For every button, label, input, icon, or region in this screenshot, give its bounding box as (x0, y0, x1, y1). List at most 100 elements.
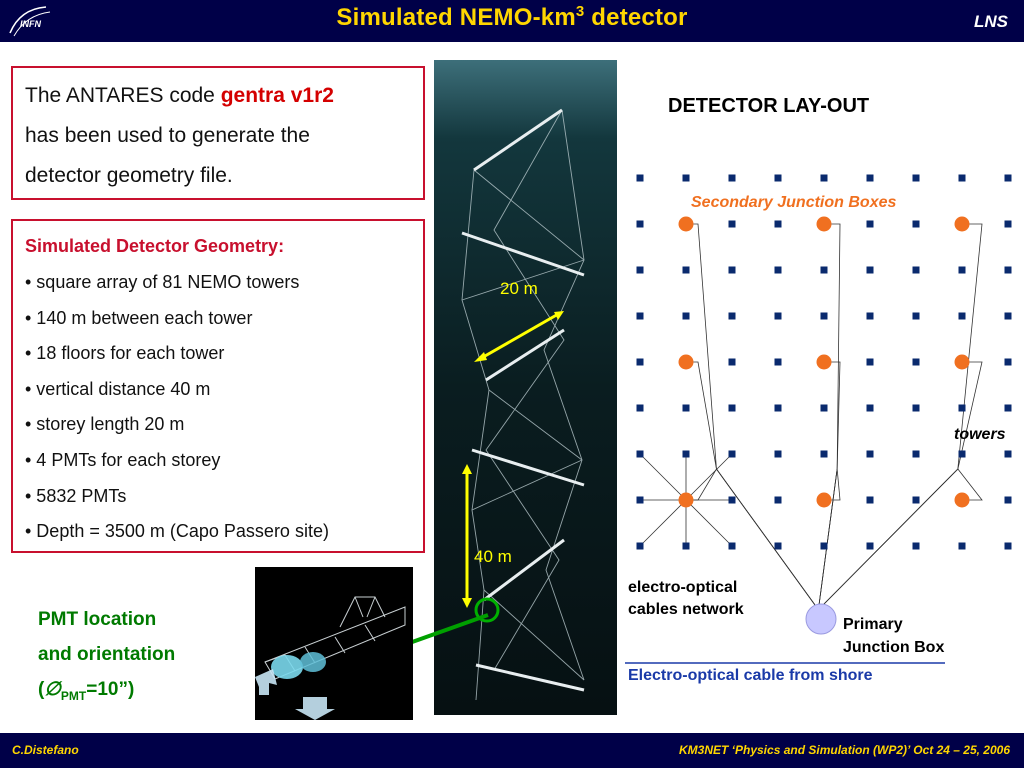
tower-link (639, 499, 687, 547)
tower-marker (1004, 174, 1012, 182)
pmt-highlight-circle (474, 597, 500, 623)
tower-marker (912, 266, 920, 274)
pmt-sphere (300, 652, 326, 672)
tower-marker (866, 312, 874, 320)
tower-marker (636, 450, 644, 458)
vertical-distance-label: 40 m (474, 547, 512, 566)
tower-marker (1004, 496, 1012, 504)
title-bar: INFN Simulated NEMO-km3 detector LNS (0, 0, 1024, 42)
cables-network (639, 223, 983, 606)
tower-marker (774, 404, 782, 412)
tower-link (685, 453, 733, 501)
cable (818, 468, 841, 606)
tower-marker (820, 174, 828, 182)
tower-marker (636, 358, 644, 366)
layout-title: DETECTOR LAY-OUT (668, 95, 870, 117)
geometry-item: • 140 m between each tower (25, 307, 253, 328)
tower-marker (1004, 266, 1012, 274)
tower-marker (912, 404, 920, 412)
tower-marker (774, 496, 782, 504)
geometry-item: • vertical distance 40 m (25, 378, 211, 399)
pmt-caption-line-1: PMT location (38, 609, 157, 630)
conference-label: KM3NET ‘Physics and Simulation (WP2)’ Oc… (679, 743, 1010, 757)
tower-grid (636, 174, 1012, 550)
tower-marker (866, 266, 874, 274)
geometry-heading: Simulated Detector Geometry: (25, 236, 285, 256)
tower-marker (728, 174, 736, 182)
tower-marker (774, 220, 782, 228)
tower-marker (958, 404, 966, 412)
towers-label: towers (954, 426, 1006, 443)
tower-marker (728, 496, 736, 504)
tower-marker (636, 312, 644, 320)
pmt-caption-line-2: and orientation (38, 644, 176, 665)
storey-bar (473, 108, 563, 172)
tower-marker (820, 312, 828, 320)
arrow-head (462, 598, 472, 608)
tower-marker (728, 450, 736, 458)
tower-marker (866, 450, 874, 458)
secondary-junction-box (678, 492, 694, 508)
cable (822, 223, 983, 606)
tower-marker (774, 266, 782, 274)
storey-length-label: 20 m (500, 279, 538, 298)
tower-marker (728, 266, 736, 274)
tower-marker (728, 404, 736, 412)
tower-marker (912, 450, 920, 458)
secondary-junction-box (954, 216, 970, 232)
intro-line-2: has been used to generate the (25, 124, 310, 147)
tower-marker (636, 266, 644, 274)
secondary-junction-box (816, 216, 832, 232)
cable (818, 361, 841, 606)
storey-bar (483, 538, 565, 602)
tower-marker (820, 542, 828, 550)
tower-marker (912, 174, 920, 182)
lab-label: LNS (974, 12, 1008, 31)
network-label-1: electro-optical (628, 579, 737, 596)
tower-marker (820, 450, 828, 458)
secondary-junction-box (954, 354, 970, 370)
storey-bar (461, 231, 585, 277)
tower-marker (682, 404, 690, 412)
tower-marker (682, 312, 690, 320)
secondary-junction-box (816, 354, 832, 370)
tower-marker (866, 542, 874, 550)
tower-marker (682, 174, 690, 182)
tower-marker (774, 542, 782, 550)
tower-marker (1004, 312, 1012, 320)
arrow-head (474, 352, 487, 362)
secondary-junction-box (816, 492, 832, 508)
tower-marker (958, 174, 966, 182)
tower-marker (958, 266, 966, 274)
cable (686, 223, 816, 606)
storey-bar (475, 663, 585, 692)
tower-marker (1004, 220, 1012, 228)
cable (686, 361, 816, 606)
pmt-sphere (271, 655, 303, 679)
tower-marker (728, 358, 736, 366)
tower-marker (1004, 450, 1012, 458)
network-label-2: cables network (628, 601, 744, 618)
tower-marker (912, 496, 920, 504)
footer-bar: C.Distefano KM3NET ‘Physics and Simulati… (0, 733, 1024, 768)
geometry-item: • 4 PMTs for each storey (25, 449, 221, 470)
secondary-junction-box (678, 216, 694, 232)
tower-marker (912, 542, 920, 550)
tower-illustration: 20 m 40 m (434, 60, 617, 715)
tower-marker (682, 450, 690, 458)
tower-marker (866, 358, 874, 366)
tower-marker (866, 174, 874, 182)
geometry-item: • 18 floors for each tower (25, 343, 225, 364)
tower-marker (682, 542, 690, 550)
tower-marker (1004, 542, 1012, 550)
geometry-item: • storey length 20 m (25, 414, 185, 435)
tower-marker (958, 312, 966, 320)
tower-marker (636, 174, 644, 182)
tower-marker (636, 542, 644, 550)
storey-bars (461, 108, 585, 692)
tower-marker (682, 266, 690, 274)
tower-marker (728, 220, 736, 228)
tower-marker (820, 266, 828, 274)
pmt-caption: PMT location and orientation (∅PMT=10”) (38, 602, 175, 714)
storey-bar (485, 328, 565, 382)
